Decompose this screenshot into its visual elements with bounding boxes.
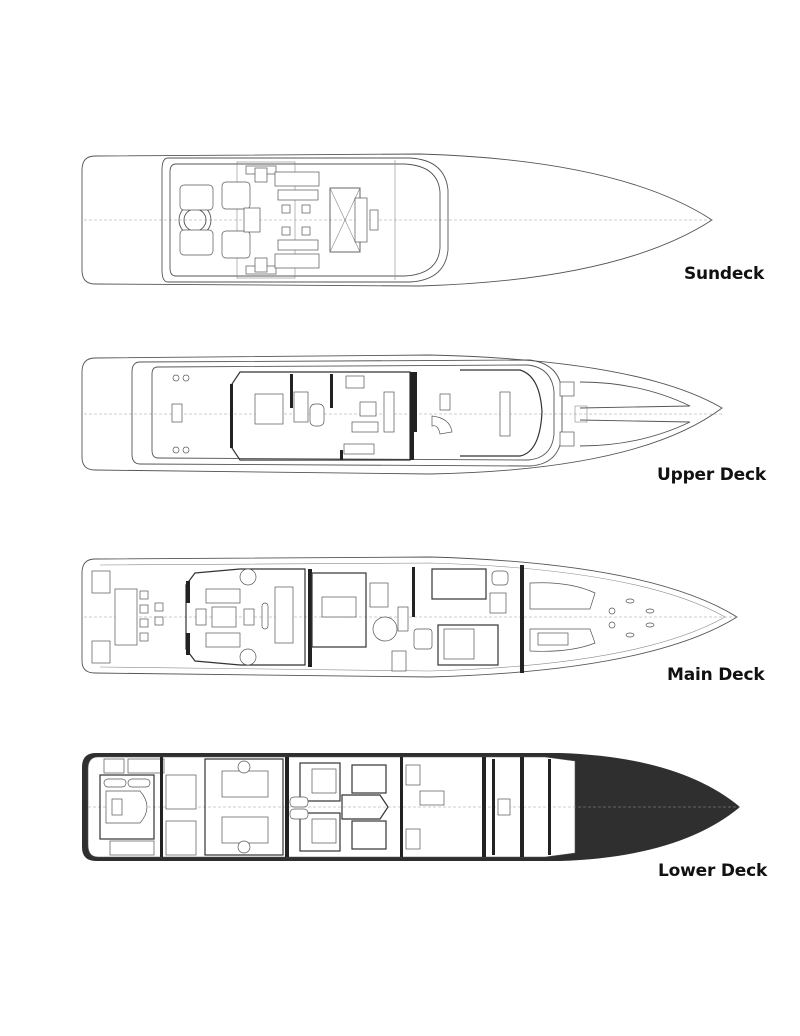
upper-deck-drawing xyxy=(81,354,723,475)
deck-label-main-deck: Main Deck xyxy=(667,665,765,685)
main-deck-plan: Main Deck xyxy=(0,553,800,693)
deck-label-lower-deck: Lower Deck xyxy=(658,861,768,881)
lower-deck-plan: Lower Deck xyxy=(0,745,800,881)
lower-deck-drawing xyxy=(82,753,740,861)
sundeck-plan: Sundeck xyxy=(0,150,800,290)
upper-deck-plan: Upper Deck xyxy=(0,352,800,492)
sundeck-drawing xyxy=(81,153,713,287)
deck-label-upper-deck: Upper Deck xyxy=(657,465,766,485)
main-deck-drawing xyxy=(81,556,738,678)
deck-label-sundeck: Sundeck xyxy=(684,264,765,284)
